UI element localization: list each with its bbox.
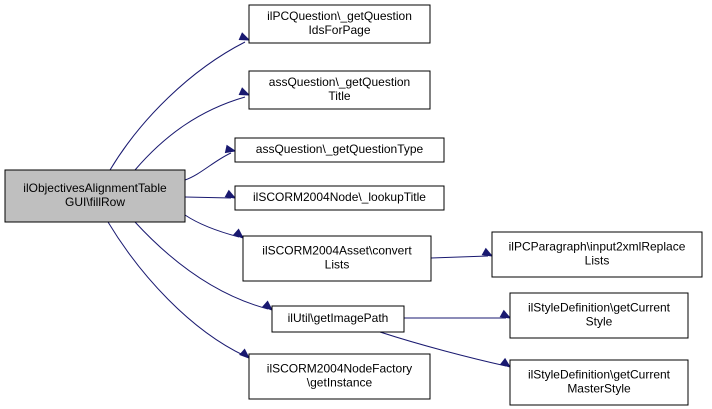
arrowhead-icon	[233, 228, 245, 239]
edge-root-to-n1	[109, 32, 251, 171]
edge-line	[134, 221, 269, 310]
node-n7[interactable]: ilUtil\getImagePath	[271, 305, 405, 333]
edge-line	[430, 255, 489, 259]
node-label-line: IdsForPage	[308, 23, 370, 37]
node-label-line: MasterStyle	[567, 382, 631, 396]
edge-n5-to-n6	[430, 247, 494, 259]
node-n3[interactable]: assQuestion\_getQuestionType	[234, 137, 445, 163]
node-label-line: ilStyleDefinition\getCurrent	[528, 368, 671, 382]
arrowhead-icon	[238, 32, 251, 41]
call-edges	[107, 32, 512, 368]
node-box[interactable]	[509, 292, 689, 339]
arrowhead-icon	[224, 189, 237, 199]
edge-line	[109, 41, 246, 171]
node-label-line: ilStyleDefinition\getCurrent	[528, 301, 671, 315]
node-label-line: ilPCParagraph\input2xmlReplace	[509, 240, 686, 254]
node-box[interactable]	[509, 359, 689, 406]
edge-line	[184, 196, 232, 199]
node-n10[interactable]: ilSCORM2004NodeFactory\getInstance	[248, 353, 431, 400]
edge-root-to-n5	[184, 214, 245, 239]
edge-line	[107, 221, 246, 357]
node-label-line: Lists	[325, 258, 350, 272]
edge-root-to-n2	[134, 87, 251, 171]
node-label-line: ilObjectivesAlignmentTable	[23, 181, 167, 195]
edge-root-to-n3	[184, 144, 237, 181]
node-label-line: ilUtil\getImagePath	[288, 311, 389, 325]
node-label-line: ilSCORM2004Node\_lookupTitle	[253, 190, 426, 204]
node-box[interactable]	[248, 4, 431, 44]
edge-line	[184, 152, 232, 181]
node-box[interactable]	[491, 231, 703, 278]
arrowhead-icon	[239, 348, 251, 359]
arrowhead-icon	[481, 247, 494, 257]
edge-root-to-n7	[134, 221, 274, 311]
edge-line	[184, 214, 240, 238]
node-label-line: assQuestion\_getQuestionType	[256, 142, 424, 156]
edge-root-to-n10	[107, 221, 251, 359]
arrowhead-icon	[238, 87, 251, 96]
node-n4[interactable]: ilSCORM2004Node\_lookupTitle	[234, 185, 445, 211]
node-label-line: assQuestion\_getQuestion	[269, 75, 410, 89]
node-label-line: ilSCORM2004Asset\convert	[262, 244, 412, 258]
node-box[interactable]	[242, 235, 432, 282]
edge-root-to-n4	[184, 189, 237, 199]
node-label-line: Title	[328, 89, 351, 103]
node-box[interactable]	[248, 70, 431, 110]
edge-n7-to-n9	[379, 331, 512, 368]
node-label-line: Style	[586, 315, 613, 329]
arrowhead-icon	[262, 300, 274, 311]
node-label-line: GUI\fillRow	[65, 195, 125, 209]
node-box[interactable]	[4, 169, 186, 223]
arrowhead-icon	[499, 357, 512, 368]
node-label-line: ilSCORM2004NodeFactory	[267, 362, 412, 376]
edge-line	[134, 96, 246, 171]
node-label-line: ilPCQuestion\_getQuestion	[267, 9, 412, 23]
arrowhead-icon	[224, 144, 237, 154]
edge-line	[379, 331, 507, 367]
edge-n7-to-n8	[404, 309, 512, 319]
node-label-line: Lists	[585, 254, 610, 268]
node-box[interactable]	[234, 137, 445, 163]
node-box[interactable]	[248, 353, 431, 400]
node-label-line: \getInstance	[307, 376, 373, 390]
node-box[interactable]	[234, 185, 445, 211]
node-box[interactable]	[271, 305, 405, 333]
arrowhead-icon	[499, 309, 512, 319]
